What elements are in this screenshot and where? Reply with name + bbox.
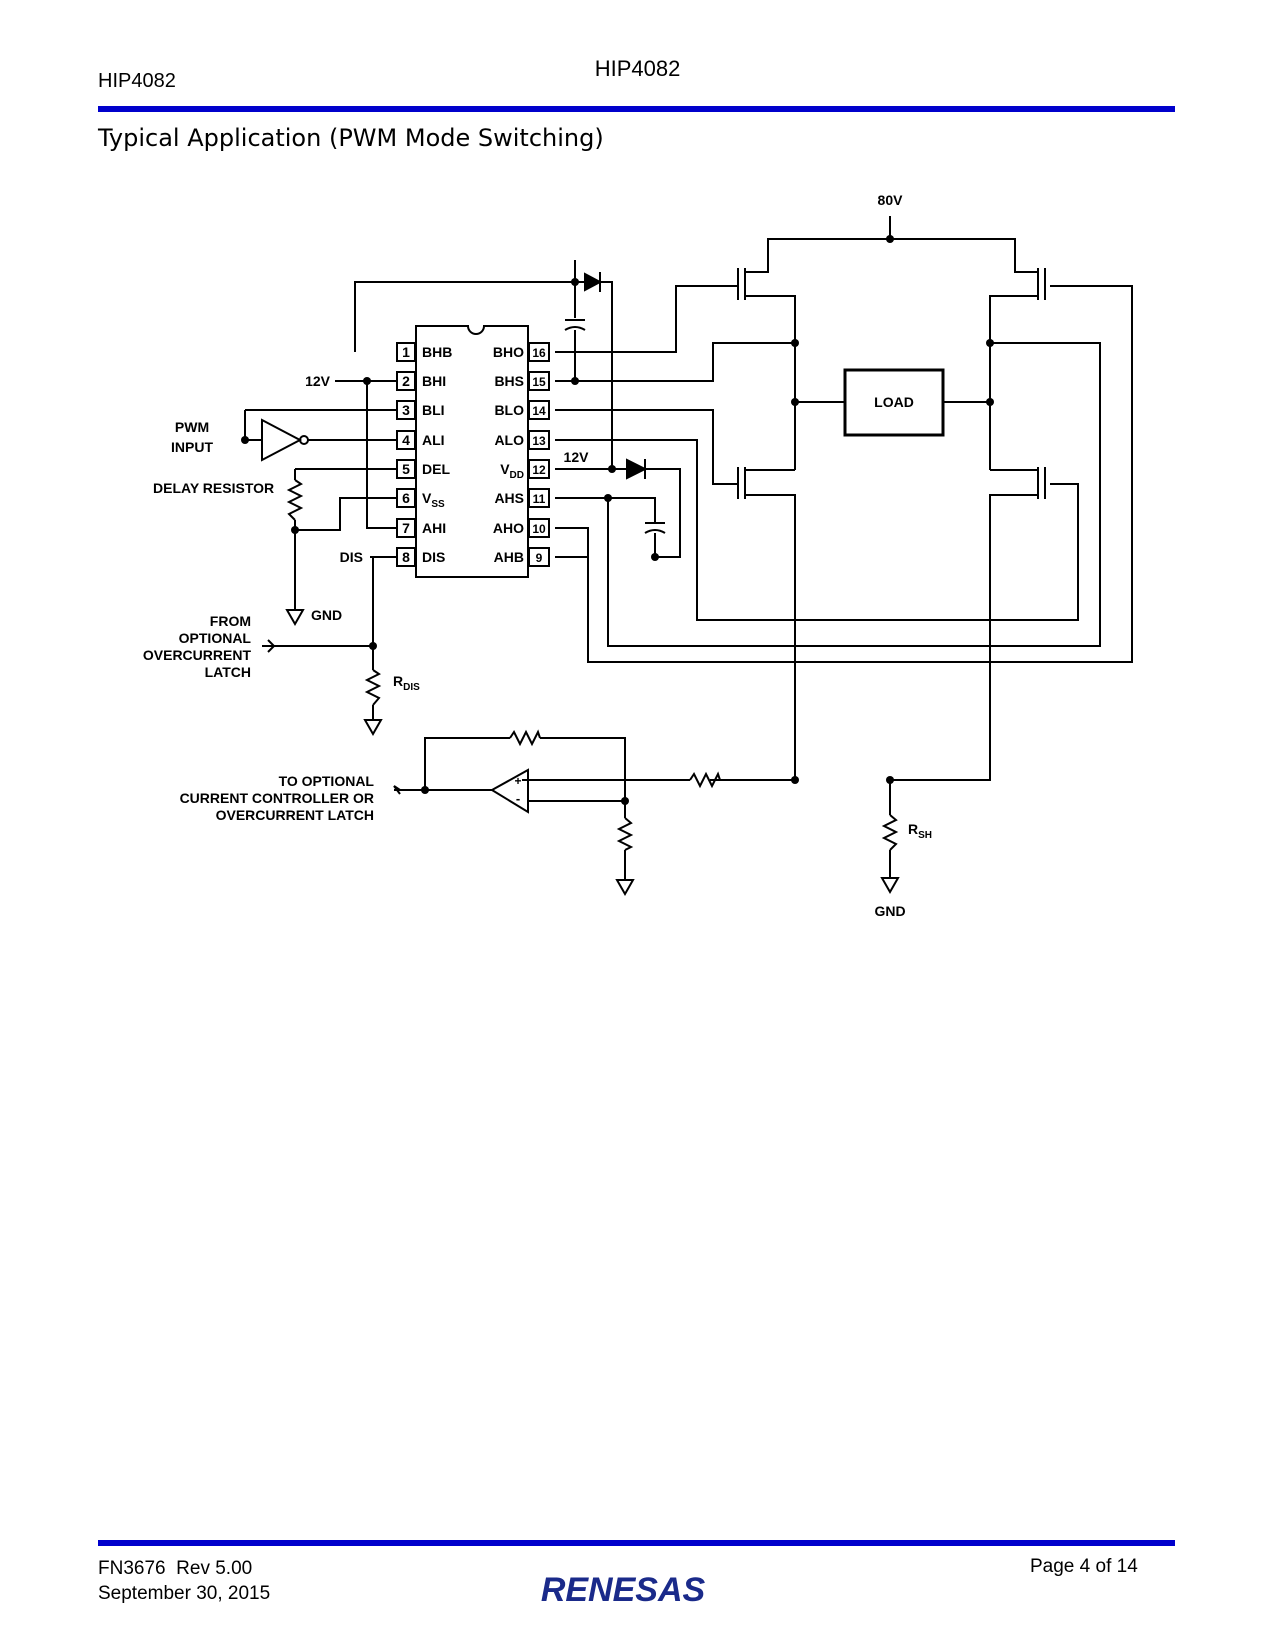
ic-pin-name: BHI (422, 373, 446, 389)
label-dis: DIS (340, 549, 363, 565)
ic-pin-box (528, 371, 550, 391)
ic-pin-name: BLI (422, 402, 445, 418)
ic-pin-box (396, 400, 416, 420)
ic-pin-box (396, 459, 416, 479)
label-gnd-left: GND (311, 607, 342, 623)
label-to-2: CURRENT CONTROLLER OR (180, 790, 374, 806)
footer-doc-id: FN3676 Rev 5.00 (98, 1558, 253, 1579)
ic-pin-name: BLO (494, 402, 524, 418)
renesas-logo: RENESAS (541, 1571, 706, 1609)
label-12v-bhi: 12V (305, 373, 331, 389)
ic-pin-name: BHB (422, 344, 452, 360)
ic-pin-box (396, 518, 416, 538)
ic-pin-box (528, 518, 550, 538)
ic-pin-number: 1 (402, 344, 410, 360)
ic-pin-name: VDD (500, 461, 524, 481)
ic-pin-number: 16 (532, 346, 546, 360)
ic-pin-name: AHI (422, 520, 446, 536)
label-pwm: PWM (175, 419, 209, 435)
label-from-4: LATCH (205, 664, 251, 680)
opamp-minus: - (516, 791, 520, 806)
ic-pin-name: AHS (494, 490, 524, 506)
ic-pin-box (528, 430, 550, 450)
ic-pin-number: 8 (402, 549, 410, 565)
ic-pin-box (528, 547, 550, 567)
label-gnd-bottom: GND (874, 903, 905, 919)
ic-pin-name: BHO (493, 344, 524, 360)
section-title: Typical Application (PWM Mode Switching) (98, 124, 604, 152)
ic-pin-name: DEL (422, 461, 450, 477)
label-from-2: OPTIONAL (179, 630, 252, 646)
ic-pin-number: 11 (533, 492, 546, 506)
footer-left: FN3676 Rev 5.00 September 30, 2015 (98, 1556, 270, 1606)
label-from-3: OVERCURRENT (143, 647, 252, 663)
label-to-1: TO OPTIONAL (279, 773, 375, 789)
opamp-plus: + (514, 774, 521, 788)
ic-pin-box (528, 342, 550, 362)
svg-text:RENESAS: RENESAS (541, 1571, 706, 1609)
header-title-center: HIP4082 (594, 56, 681, 81)
ic-pin-name: ALO (494, 432, 524, 448)
ic-pin-number: 6 (402, 490, 410, 506)
ic-pin-box (396, 488, 416, 508)
label-load: LOAD (874, 394, 914, 410)
ic-pin-number: 3 (402, 402, 410, 418)
ic-pin-box (396, 371, 416, 391)
ic-pin-name: VSS (422, 490, 445, 510)
ic-pin-number: 10 (532, 522, 546, 536)
label-rsh: RSH (908, 821, 932, 841)
ic-pin-box (396, 342, 416, 362)
ic-pin-name: AHO (493, 520, 524, 536)
header-title-left: HIP4082 (98, 70, 176, 92)
ic-pin-number: 7 (402, 520, 410, 536)
ic-pin-number: 4 (402, 432, 410, 448)
ic-pin-number: 13 (532, 434, 546, 448)
footer-page-number: Page 4 of 14 (1030, 1556, 1138, 1577)
ic-pin-number: 5 (402, 461, 410, 477)
footer-rule (98, 1540, 1175, 1546)
ic-pin-name: ALI (422, 432, 445, 448)
ic-pin-box (528, 488, 550, 508)
ic-pin-number: 9 (536, 551, 543, 565)
label-from-1: FROM (210, 613, 251, 629)
ic-pin-number: 15 (532, 375, 546, 389)
label-input: INPUT (171, 439, 213, 455)
ic-pin-number: 2 (402, 373, 410, 389)
ic-pin-box (396, 430, 416, 450)
ic-pin-box (396, 547, 416, 567)
label-delay-resistor: DELAY RESISTOR (153, 480, 274, 496)
ic-pin-box (528, 459, 550, 479)
ic-pin-name: BHS (494, 373, 524, 389)
footer-date: September 30, 2015 (98, 1583, 271, 1604)
label-80v: 80V (878, 192, 904, 208)
ic-pin-number: 12 (532, 463, 546, 477)
header-rule (98, 106, 1175, 112)
ic-pin-name: DIS (422, 549, 445, 565)
label-rdis: RDIS (393, 673, 420, 693)
ic-pin-box (528, 400, 550, 420)
ic-pin-name: AHB (494, 549, 524, 565)
label-12v-vdd: 12V (564, 449, 590, 465)
ic-pin-number: 14 (532, 404, 546, 418)
label-to-3: OVERCURRENT LATCH (216, 807, 374, 823)
